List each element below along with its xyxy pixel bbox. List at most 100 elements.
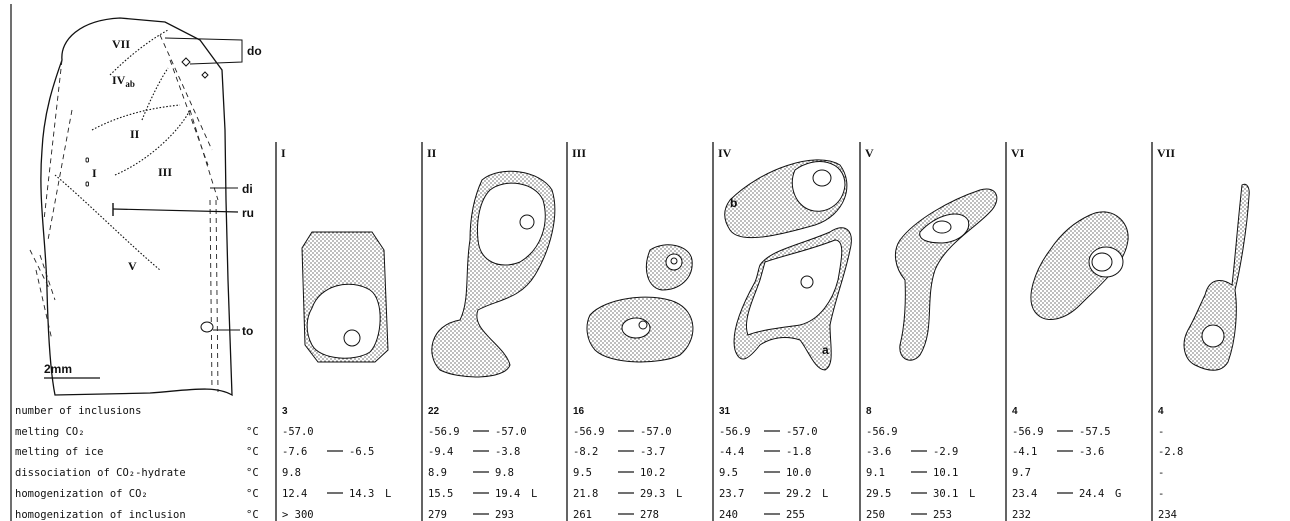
inclusion-panel-iv [725, 160, 852, 370]
inclusion-panel-ii [432, 171, 555, 377]
cell-value-low: -4.1 [1012, 446, 1037, 458]
cell-value-low: 232 [1012, 509, 1031, 521]
cell-value-high: -2.9 [933, 446, 958, 458]
cell-value-high: 10.0 [786, 467, 811, 479]
inclusion-count: 3 [282, 406, 288, 417]
unit-label: °C [246, 467, 259, 479]
cell-value-low: 234 [1158, 509, 1177, 521]
row-label-homog-co2: homogenization of CO₂ [15, 488, 148, 500]
label-vii: VII [112, 37, 130, 51]
inclusion-panel-v [895, 189, 996, 360]
cell-value-low: 9.5 [719, 467, 738, 479]
row-label-count: number of inclusions [15, 405, 141, 417]
inclusion-drawings: b a [302, 160, 1249, 377]
cell-value-low: -3.6 [866, 446, 891, 458]
cell-phase-flag: L [531, 488, 537, 500]
cell-value-high: 278 [640, 509, 659, 521]
row-label-melting-ice: melting of ice [15, 446, 104, 458]
inclusion-count: 31 [719, 406, 731, 417]
cell-value-high: -1.8 [786, 446, 811, 458]
label-i: I [92, 166, 97, 180]
cell-phase-flag: L [385, 488, 391, 500]
cell-value-low: 279 [428, 509, 447, 521]
panel-numeral-i: I [281, 146, 286, 160]
cell-value-low: 240 [719, 509, 738, 521]
cell-value-low: 9.1 [866, 467, 885, 479]
cell-value-high: -57.0 [786, 426, 818, 438]
unit-labels: °C °C °C °C °C [246, 426, 259, 521]
cell-phase-flag: G [1115, 488, 1121, 500]
cell-value-high: 29.2 [786, 488, 811, 500]
row-label-dissociation: dissociation of CO₂-hydrate [15, 467, 186, 479]
cell-value-low: 9.5 [573, 467, 592, 479]
cell-value-low: -4.4 [719, 446, 744, 458]
inclusion-count: 16 [573, 406, 585, 417]
inclusion-count: 4 [1158, 406, 1164, 417]
inclusion-panel-vi [1031, 212, 1128, 320]
cell-value-low: -56.9 [573, 426, 605, 438]
cell-phase-flag: L [822, 488, 828, 500]
data-table: number of inclusions melting CO₂ melting… [15, 405, 1183, 521]
cell-value-high: 30.1 [933, 488, 958, 500]
cell-value-low: 23.4 [1012, 488, 1037, 500]
label-v: V [128, 259, 137, 273]
cell-value-low: 250 [866, 509, 885, 521]
unit-label: °C [246, 446, 259, 458]
cell-value-high: -57.0 [495, 426, 527, 438]
cell-value-high: -57.0 [640, 426, 672, 438]
inclusion-count: 8 [866, 406, 872, 417]
row-labels: number of inclusions melting CO₂ melting… [15, 405, 186, 521]
cell-value-high: -3.7 [640, 446, 665, 458]
panel-numeral-vii: VII [1157, 146, 1175, 160]
cell-value-low: - [1158, 488, 1164, 500]
cell-value-low: -57.0 [282, 426, 314, 438]
cell-value-low: - [1158, 426, 1164, 438]
unit-label: °C [246, 426, 259, 438]
cell-value-high: -3.6 [1079, 446, 1104, 458]
panel-numeral-iii: III [572, 146, 586, 160]
label-iv-a: a [822, 343, 829, 357]
cell-value-high: 19.4 [495, 488, 520, 500]
panel-numeral-ii: II [427, 146, 437, 160]
cell-value-high: 255 [786, 509, 805, 521]
cell-value-low: -56.9 [428, 426, 460, 438]
cell-value-low: 8.9 [428, 467, 447, 479]
crystal-sketch: VII IVab II III I V do di ru to 2mm [30, 18, 262, 395]
cell-value-high: -3.8 [495, 446, 520, 458]
cell-value-low: 261 [573, 509, 592, 521]
row-label-homog-inclusion: homogenization of inclusion [15, 509, 186, 521]
label-iv-b: b [730, 196, 737, 210]
row-label-melting-co2: melting CO₂ [15, 426, 85, 438]
cell-value-high: -6.5 [349, 446, 374, 458]
inclusion-panel-i [302, 232, 388, 362]
cell-value-low: 15.5 [428, 488, 453, 500]
cell-value-low: 21.8 [573, 488, 598, 500]
cell-value-low: -9.4 [428, 446, 453, 458]
scale-label: 2mm [44, 362, 72, 376]
cell-value-high: 9.8 [495, 467, 514, 479]
cell-value-low: 23.7 [719, 488, 744, 500]
crystal-outline [41, 18, 232, 395]
inclusion-panel-iii [587, 245, 693, 362]
cell-value-low: 29.5 [866, 488, 891, 500]
cell-value-high: 24.4 [1079, 488, 1104, 500]
unit-label: °C [246, 509, 259, 521]
label-iii: III [158, 165, 172, 179]
cell-value-high: 253 [933, 509, 952, 521]
cell-value-low: > 300 [282, 509, 314, 521]
panel-numeral-iv: IV [718, 146, 732, 160]
cell-value-low: - [1158, 467, 1164, 479]
inclusion-count: 4 [1012, 406, 1018, 417]
cell-value-low: 9.7 [1012, 467, 1031, 479]
cell-value-low: -56.9 [866, 426, 898, 438]
to-inclusion [201, 322, 213, 332]
panel-numeral-v: V [865, 146, 874, 160]
cell-value-low: -56.9 [719, 426, 751, 438]
cell-value-high: 10.2 [640, 467, 665, 479]
unit-label: °C [246, 488, 259, 500]
panel-numeral-vi: VI [1011, 146, 1025, 160]
cell-value-low: -7.6 [282, 446, 307, 458]
label-di: di [242, 182, 253, 196]
cell-value-high: 14.3 [349, 488, 374, 500]
